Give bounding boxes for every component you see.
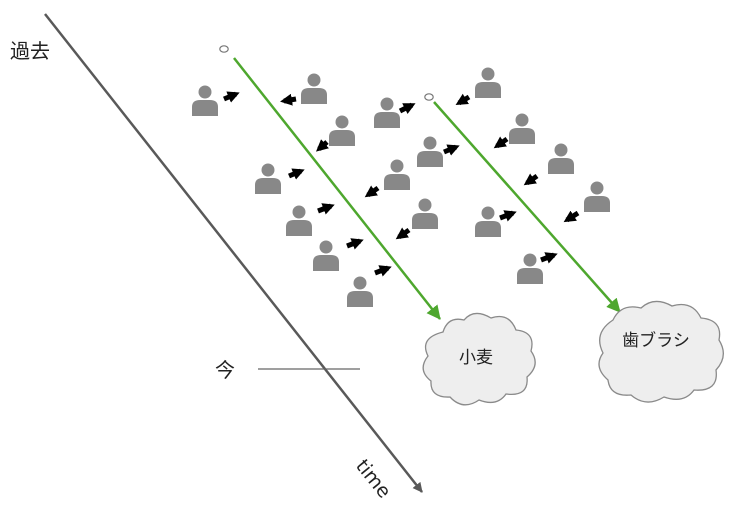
time-label: time: [351, 455, 395, 502]
arrow-icon: [317, 203, 335, 215]
arrow-icon: [493, 136, 509, 149]
person-silhouette-icon: [347, 276, 373, 307]
person-silhouette-icon: [301, 73, 327, 104]
arrow-icon: [346, 238, 364, 250]
arrow-icon: [443, 144, 460, 156]
person-silhouette-icon: [374, 97, 400, 128]
person-silhouette-icon: [384, 159, 410, 190]
arrow-icon: [364, 185, 380, 198]
arrow-icon: [523, 173, 539, 186]
wheat-flow-arrow: [233, 57, 441, 320]
person-silhouette-icon: [475, 67, 501, 98]
arrow-icon: [398, 102, 416, 114]
person-silhouette-icon: [412, 198, 438, 229]
person-silhouette-icon: [417, 136, 443, 167]
exchange-arrows-toothbrush: [398, 93, 580, 264]
cloud-wheat: 小麦: [422, 312, 536, 406]
cloud-toothbrush: 歯ブラシ: [598, 300, 724, 403]
arrow-icon: [395, 227, 411, 240]
timeline-axis: [44, 13, 423, 493]
arrow-icon: [315, 139, 329, 152]
person-silhouette-icon: [509, 113, 535, 144]
person-silhouette-icon: [329, 115, 355, 146]
arrow-icon: [563, 210, 580, 223]
arrow-icon: [288, 168, 305, 180]
exchange-arrows-wheat: [223, 91, 411, 277]
person-silhouette-icon: [548, 143, 574, 174]
cloud-toothbrush-label: 歯ブラシ: [622, 330, 690, 351]
arrow-icon: [455, 93, 471, 106]
person-silhouette-icon: [255, 163, 281, 194]
arrow-icon: [223, 91, 240, 103]
origin-dot-icon: [219, 45, 229, 53]
person-silhouette-icon: [192, 85, 218, 116]
person-silhouette-icon: [475, 206, 501, 237]
origin-dot-icon: [424, 93, 434, 101]
person-silhouette-icon: [286, 205, 312, 236]
arrow-icon: [499, 210, 517, 222]
arrow-icon: [540, 252, 558, 264]
now-label: 今: [215, 358, 235, 382]
past-label: 過去: [10, 39, 50, 63]
person-silhouette-icon: [313, 240, 339, 271]
person-silhouette-icon: [584, 181, 610, 212]
person-silhouette-icon: [517, 253, 543, 284]
cloud-wheat-label: 小麦: [459, 348, 493, 368]
people-group: [192, 67, 610, 307]
arrow-icon: [374, 265, 392, 277]
toothbrush-flow-arrow: [433, 101, 621, 313]
arrow-icon: [280, 93, 297, 106]
